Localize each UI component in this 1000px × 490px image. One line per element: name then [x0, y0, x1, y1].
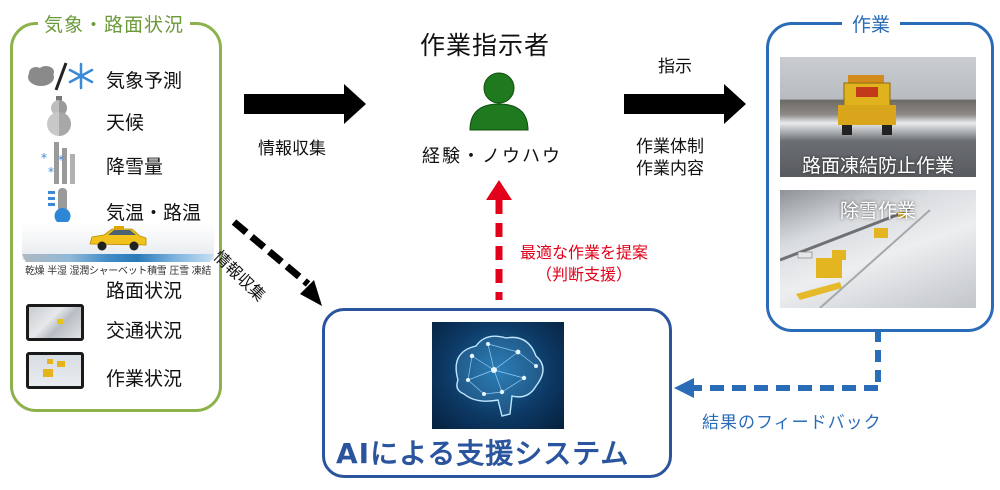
svg-text:*: * [41, 151, 47, 165]
weather-label: 天候 [106, 112, 145, 134]
road-condition-label: 路面状況 [106, 280, 183, 302]
road-condition-labels: 乾燥 半湿 湿潤シャーベット積雪 圧雪 凍結 [24, 266, 212, 277]
ai-support-system-title: AIによる支援システム [336, 437, 630, 470]
weather-forecast-label: 気象予測 [106, 70, 183, 92]
proposal-arrow [486, 180, 512, 300]
weather-road-panel-title: 気象・路面状況 [38, 10, 191, 37]
optimal-work-proposal-label: 最適な作業を提案 [520, 243, 649, 262]
anti-freeze-work-caption: 路面凍結防止作業 [801, 155, 954, 177]
ai-support-system-box [322, 308, 672, 478]
work-camera-thumbnail[interactable] [26, 352, 84, 389]
snowfall-label: 降雪量 [106, 156, 164, 178]
traffic-camera-thumbnail[interactable] [26, 304, 84, 341]
patrol-car-icon [89, 226, 147, 251]
svg-text:*: * [58, 153, 64, 167]
anti-freeze-work-photo[interactable]: 路面凍結防止作業 [780, 57, 976, 177]
info-collect-diagonal-arrow [231, 219, 322, 306]
instruction-arrow [624, 84, 746, 124]
work-system-label: 作業体制 [636, 137, 704, 157]
feedback-label: 結果のフィードバック [702, 413, 882, 433]
work-content-label: 作業内容 [636, 159, 704, 179]
instruction-label: 指示 [658, 57, 692, 77]
traffic-status-label: 交通状況 [106, 320, 183, 342]
snowplow-convoy-icon [780, 208, 931, 308]
snow-removal-photo[interactable]: 除雪作業 [780, 190, 976, 308]
temperature-label: 気温・路温 [106, 202, 202, 224]
ai-brain-image [432, 322, 564, 429]
instruction-details: 作業体制 作業内容 [636, 136, 704, 180]
proposal-label: 最適な作業を提案 （判断支援） [520, 242, 648, 286]
work-status-label: 作業状況 [106, 368, 183, 390]
decision-support-label: （判断支援） [536, 265, 633, 284]
info-collect-top-label: 情報収集 [258, 139, 326, 159]
thermometer-icon [48, 188, 71, 224]
work-panel-title: 作業 [842, 10, 901, 37]
brain-network-icon [455, 335, 544, 417]
cloud-snowflake-icon [28, 62, 94, 91]
svg-text:*: * [48, 165, 54, 179]
snowman-icon [47, 96, 71, 136]
experience-knowhow-label: 経験・ノウハウ [422, 146, 562, 167]
person-icon [469, 72, 529, 131]
snow-removal-caption: 除雪作業 [839, 200, 916, 222]
road-condition-scale [22, 254, 214, 262]
work-director-title: 作業指示者 [420, 31, 551, 60]
salt-spreader-truck-icon [838, 75, 896, 135]
info-collect-arrow [244, 84, 366, 124]
snowfall-gauge-icon: * * * [41, 142, 75, 184]
feedback-arrow [674, 330, 881, 398]
